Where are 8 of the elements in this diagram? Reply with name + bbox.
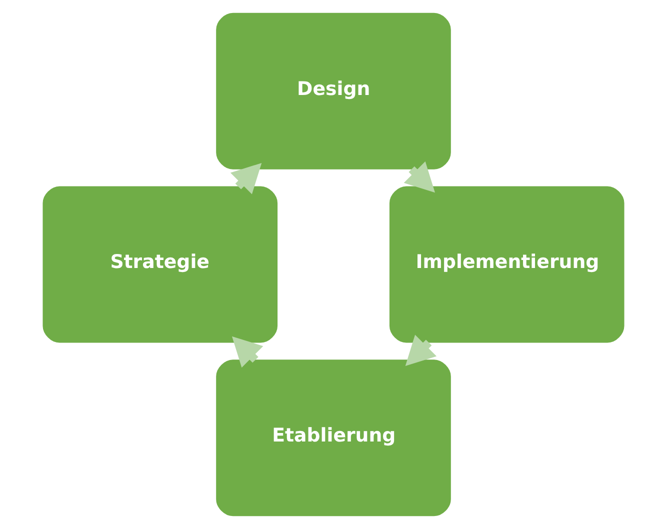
- node-box: Strategie: [42, 186, 278, 343]
- arrow: [405, 334, 437, 366]
- node-box: Etablierung: [216, 360, 451, 516]
- node-box: Design: [216, 12, 451, 170]
- arrow: [230, 162, 262, 194]
- arrow: [404, 161, 436, 193]
- node-box: Implementierung: [389, 186, 624, 343]
- arrow: [232, 336, 264, 368]
